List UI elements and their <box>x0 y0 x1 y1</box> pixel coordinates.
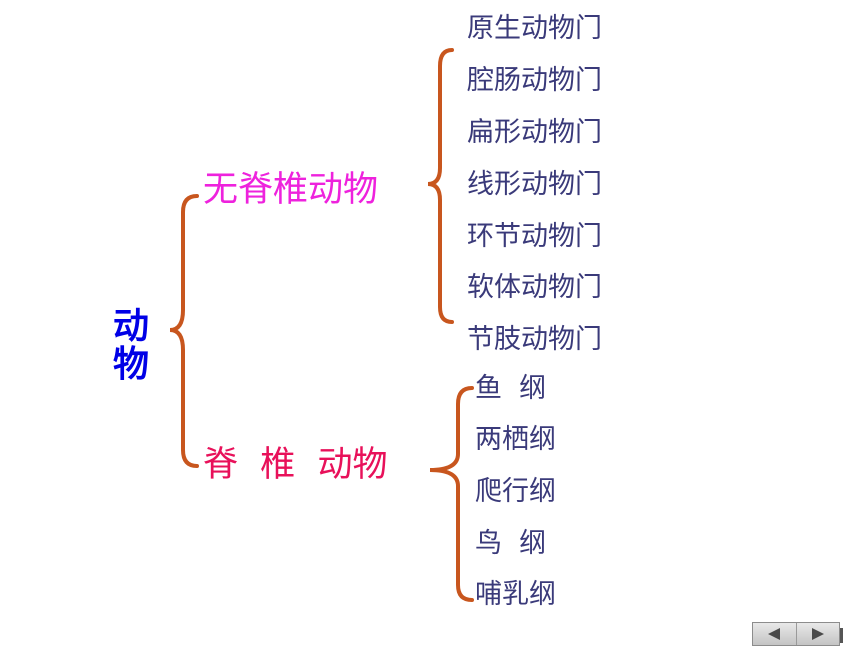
phylum-item: 软体动物门 <box>467 272 602 303</box>
phylum-item: 腔肠动物门 <box>467 65 602 96</box>
phylum-item: 原生动物门 <box>467 13 602 44</box>
class-item: 爬行纲 <box>475 476 556 507</box>
slide-nav <box>752 622 840 646</box>
class-item: 两栖纲 <box>475 424 556 455</box>
phylum-item: 线形动物门 <box>467 169 602 200</box>
class-item: 鸟 纲 <box>475 528 547 559</box>
root-label: 动物 <box>113 306 150 385</box>
triangle-right-icon <box>811 628 824 640</box>
vertebrate-brace <box>429 386 474 602</box>
phylum-item: 环节动物门 <box>467 221 602 252</box>
triangle-left-icon <box>768 628 781 640</box>
class-item: 鱼 纲 <box>475 373 547 404</box>
invertebrate-brace <box>427 48 454 324</box>
class-item: 哺乳纲 <box>475 579 556 610</box>
invertebrate-label: 无脊椎动物 <box>203 170 379 210</box>
vertebrate-label: 脊 椎 动物 <box>203 445 388 485</box>
nav-end-bar <box>840 628 843 643</box>
root-brace <box>169 194 199 468</box>
phylum-item: 扁形动物门 <box>467 117 602 148</box>
next-slide-button[interactable] <box>796 623 839 645</box>
prev-slide-button[interactable] <box>753 623 797 645</box>
phylum-item: 节肢动物门 <box>467 324 602 355</box>
